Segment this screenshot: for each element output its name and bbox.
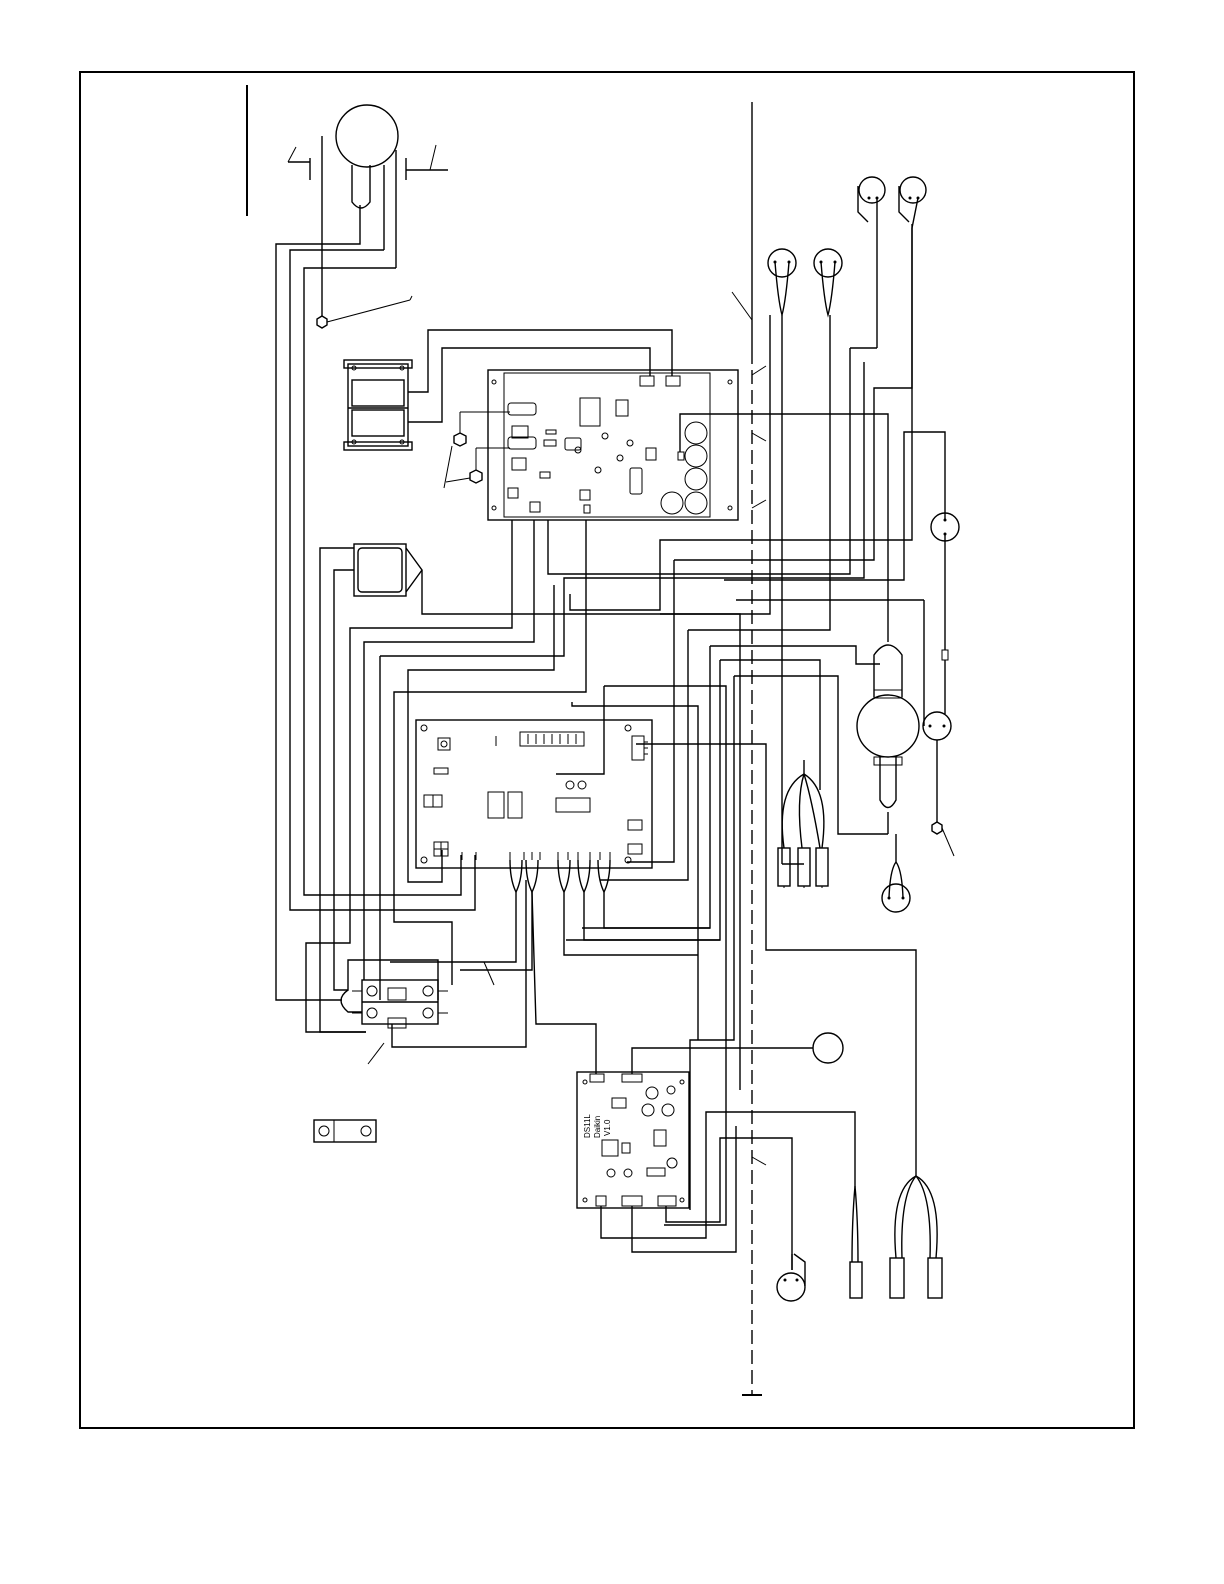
- board-bottom-harness: [390, 744, 916, 1176]
- transformer: [344, 360, 412, 450]
- hex-sensor-left: [444, 412, 510, 488]
- inducer-wiring: [276, 205, 475, 1000]
- wiring-bundle-main: [306, 224, 912, 1225]
- blower-motor: [857, 645, 919, 834]
- board-label-line2: Daikin: [593, 1116, 602, 1138]
- lower-board-leads: [601, 1112, 855, 1270]
- lower-control-board: DS11L Daikin V1.0: [577, 1072, 689, 1208]
- ground-line: [732, 102, 766, 1395]
- thermistor-pair-lower: [890, 1176, 942, 1298]
- limit-switch-lower: [882, 834, 910, 912]
- limit-switch-bottom: [777, 1254, 805, 1301]
- flame-probe: [850, 1186, 862, 1298]
- blower-relay: [320, 544, 740, 1090]
- furnace-control-board: [416, 720, 652, 868]
- round-sensor-lead: [632, 1048, 813, 1074]
- pressure-switch-right: [406, 145, 448, 180]
- fuse-holder: [314, 1120, 376, 1142]
- pressure-switch-left: [288, 147, 310, 180]
- sensor-pair-mid: [768, 249, 842, 864]
- diagram-frame: [80, 72, 1134, 1428]
- control-board-top: [488, 370, 738, 520]
- transformer-leads: [408, 330, 672, 422]
- limit-switch-pair-top: [850, 177, 926, 348]
- board-right-lead: [680, 414, 888, 642]
- hex-sensor-top: [317, 296, 412, 328]
- board-label-line3: V1.0: [603, 1119, 612, 1136]
- capacitor: [736, 600, 954, 856]
- board-label-line1: DS11L: [583, 1114, 592, 1138]
- round-sensor-lower: [813, 1033, 843, 1063]
